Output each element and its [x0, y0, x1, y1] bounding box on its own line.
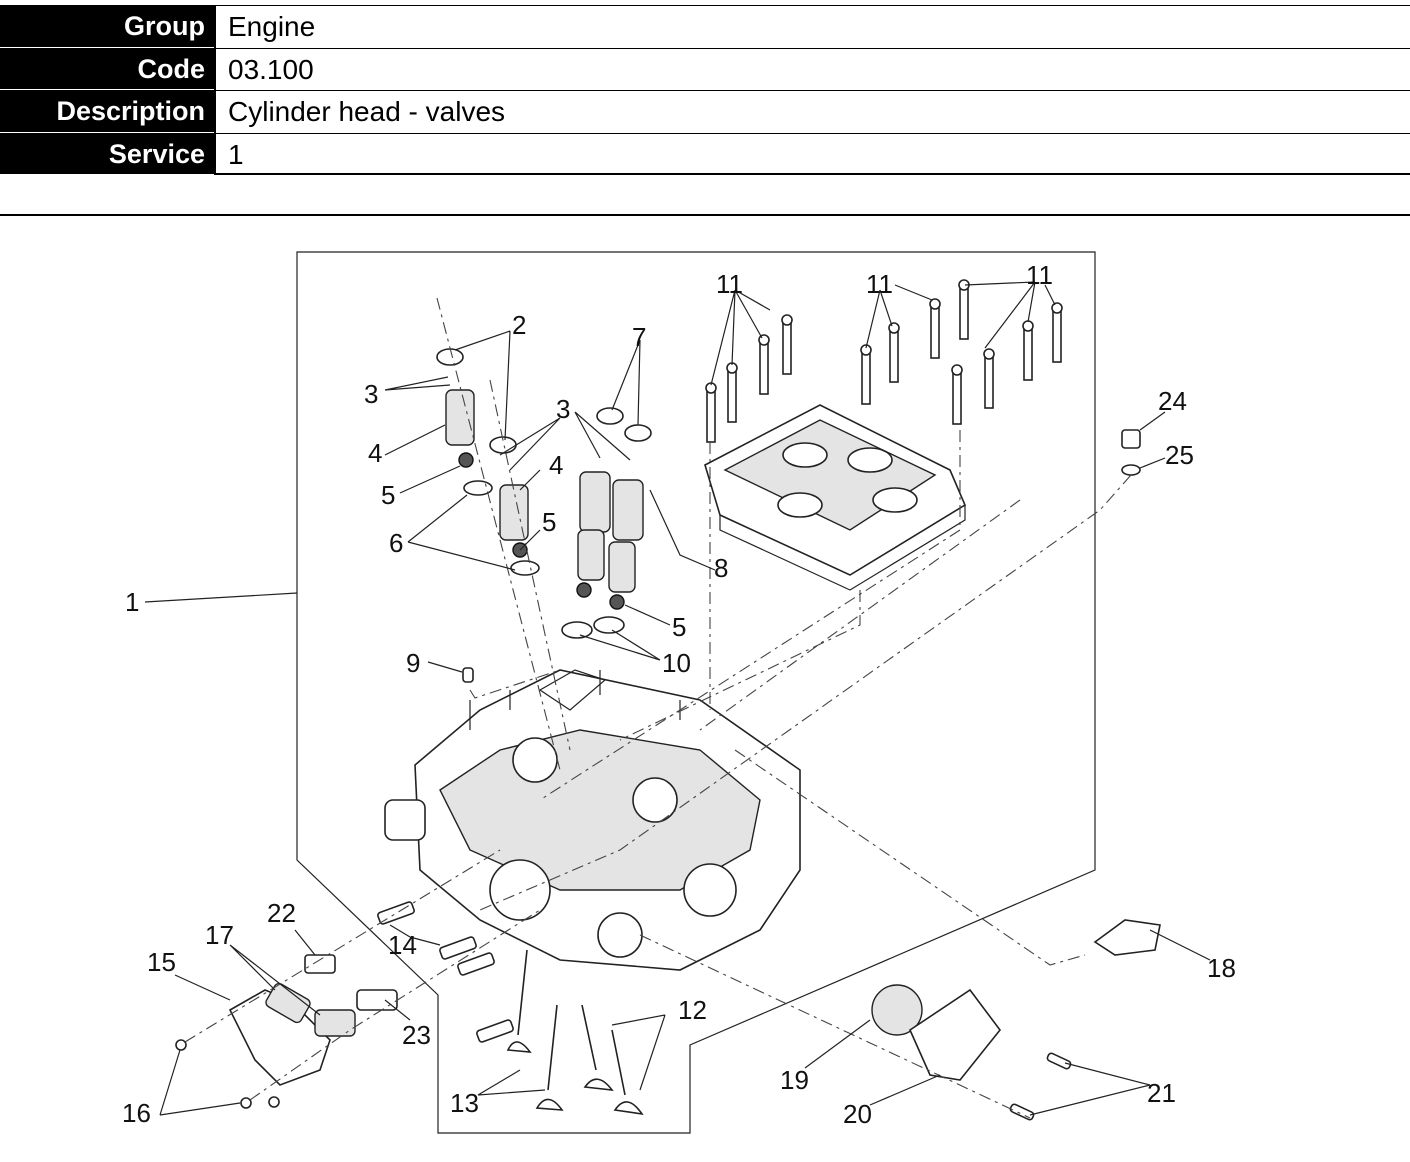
callout-8: 8 — [714, 553, 728, 583]
callout-3: 3 — [364, 379, 378, 409]
callout-14: 14 — [388, 930, 417, 960]
callout-22: 22 — [267, 898, 296, 928]
info-row-service: Service 1 — [0, 132, 1410, 175]
callout-labels: 1 2 3 3 4 4 5 5 5 6 7 8 9 10 11 11 11 12… — [122, 260, 1236, 1129]
description-value: Cylinder head - valves — [214, 90, 1410, 133]
callout-4b: 4 — [549, 450, 563, 480]
description-key: Description — [0, 90, 214, 133]
callout-17: 17 — [205, 920, 234, 950]
exploded-parts-diagram: 1 2 3 3 4 4 5 5 5 6 7 8 9 10 11 11 11 12… — [122, 251, 1236, 1134]
callout-9: 9 — [406, 648, 420, 678]
callout-25: 25 — [1165, 440, 1194, 470]
info-row-description: Description Cylinder head - valves — [0, 90, 1410, 133]
cylinder-head-drawing — [384, 669, 801, 971]
callout-16: 16 — [122, 1098, 151, 1128]
callout-24: 24 — [1158, 386, 1187, 416]
callout-2: 2 — [512, 310, 526, 340]
callout-12: 12 — [678, 995, 707, 1025]
group-value: Engine — [214, 5, 1410, 48]
callout-13: 13 — [450, 1088, 479, 1118]
code-key: Code — [0, 47, 214, 90]
callout-20: 20 — [843, 1099, 872, 1129]
callout-19: 19 — [780, 1065, 809, 1095]
callout-11: 11 — [716, 269, 743, 299]
callout-21: 21 — [1147, 1078, 1176, 1108]
lower-parts-drawing — [175, 429, 1161, 1121]
callout-11c: 11 — [1026, 260, 1053, 290]
callout-6: 6 — [389, 528, 403, 558]
leader-lines — [144, 281, 1211, 1116]
service-value: 1 — [214, 132, 1410, 175]
group-boundary — [296, 251, 1096, 1134]
callout-11b: 11 — [866, 269, 893, 299]
assembly-lines — [184, 297, 1132, 1119]
info-row-group: Group Engine — [0, 5, 1410, 48]
info-row-code: Code 03.100 — [0, 47, 1410, 90]
valve-springs-drawing — [436, 348, 652, 683]
callout-3b: 3 — [556, 394, 570, 424]
callout-5: 5 — [381, 480, 395, 510]
code-value: 03.100 — [214, 47, 1410, 90]
callout-4: 4 — [368, 438, 382, 468]
callout-5c: 5 — [672, 612, 686, 642]
callout-18: 18 — [1207, 953, 1236, 983]
callout-7: 7 — [632, 322, 646, 352]
callout-15: 15 — [147, 947, 176, 977]
info-table: Group Engine Code 03.100 Description Cyl… — [0, 5, 1410, 175]
separator-line — [0, 214, 1410, 216]
group-key: Group — [0, 5, 214, 48]
callout-10: 10 — [662, 648, 691, 678]
callout-1: 1 — [125, 587, 139, 617]
camshaft-carrier-drawing — [704, 404, 967, 591]
callout-5b: 5 — [542, 507, 556, 537]
service-key: Service — [0, 132, 214, 175]
callout-23: 23 — [402, 1020, 431, 1050]
